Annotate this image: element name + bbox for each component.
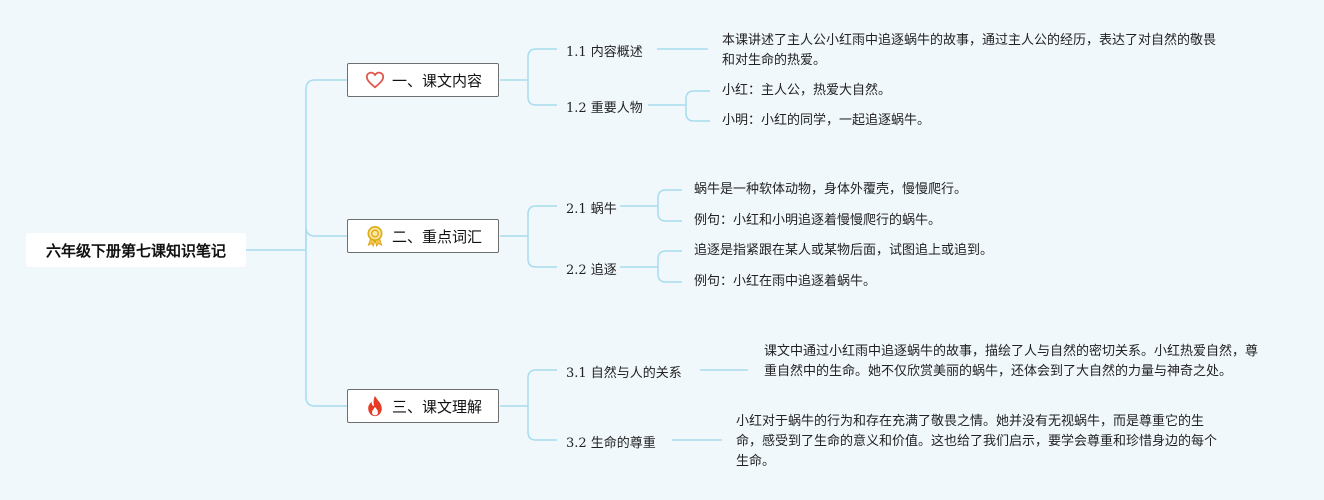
- subtopic-content-overview[interactable]: 1.1 内容概述: [566, 45, 643, 60]
- leaf-chase-definition[interactable]: 追逐是指紧跟在某人或某物后面，试图追上或追到。: [694, 243, 994, 258]
- branch-title: 一、课文内容: [391, 71, 482, 90]
- branch-lesson-content[interactable]: 一、课文内容: [347, 63, 499, 97]
- root-topic[interactable]: 六年级下册第七课知识笔记: [26, 233, 246, 267]
- branch-text-understanding[interactable]: 三、课文理解: [347, 389, 499, 423]
- subtopic-snail[interactable]: 2.1 蜗牛: [566, 202, 617, 217]
- leaf-respect-for-life[interactable]: 小红对于蜗牛的行为和存在充满了敬畏之情。她并没有无视蜗牛，而是尊重它的生命，感受…: [736, 414, 1218, 469]
- branch-title: 三、课文理解: [391, 397, 482, 416]
- branch-title: 二、重点词汇: [391, 227, 482, 246]
- leaf-character-xiaohong[interactable]: 小红：主人公，热爱大自然。: [722, 83, 892, 98]
- leaf-character-xiaoming[interactable]: 小明：小红的同学，一起追逐蜗牛。: [722, 113, 931, 128]
- subtopic-respect-for-life[interactable]: 3.2 生命的尊重: [566, 436, 656, 451]
- fire-icon: [364, 395, 386, 417]
- subtopic-nature-and-people[interactable]: 3.1 自然与人的关系: [566, 366, 682, 381]
- leaf-snail-example[interactable]: 例句：小红和小明追逐着慢慢爬行的蜗牛。: [694, 213, 942, 228]
- subtopic-chase[interactable]: 2.2 追逐: [566, 263, 617, 278]
- leaf-content-overview[interactable]: 本课讲述了主人公小红雨中追逐蜗牛的故事，通过主人公的经历，表达了对自然的敬畏和对…: [722, 33, 1217, 68]
- branch-key-vocabulary[interactable]: 二、重点词汇: [347, 219, 499, 253]
- medal-icon: [364, 225, 386, 247]
- leaf-snail-definition[interactable]: 蜗牛是一种软体动物，身体外覆壳，慢慢爬行。: [694, 182, 968, 197]
- heart-icon: [364, 69, 386, 91]
- leaf-chase-example[interactable]: 例句：小红在雨中追逐着蜗牛。: [694, 274, 877, 289]
- root-title: 六年级下册第七课知识笔记: [45, 241, 226, 260]
- subtopic-important-characters[interactable]: 1.2 重要人物: [566, 101, 643, 116]
- leaf-nature-and-people[interactable]: 课文中通过小红雨中追逐蜗牛的故事，描绘了人与自然的密切关系。小红热爱自然，尊重自…: [764, 344, 1259, 379]
